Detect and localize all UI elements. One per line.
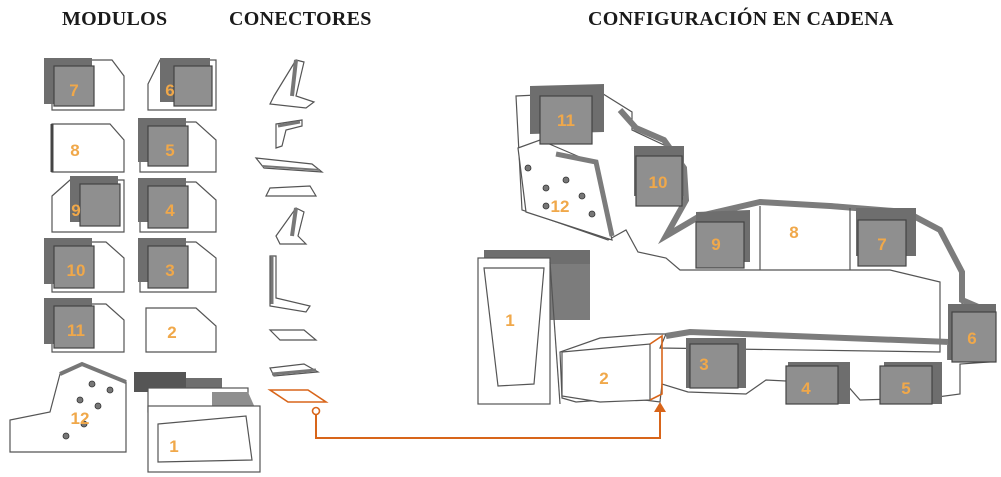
module-4-number: 4 (165, 201, 175, 220)
header-chain-configuration: CONFIGURACIÓN EN CADENA (588, 8, 894, 30)
module-11: 11 (44, 298, 125, 353)
module-12-number: 12 (71, 409, 90, 428)
chain-configuration-group: 12 11 10 9 (477, 84, 997, 405)
chain-module-5: 5 (879, 362, 942, 405)
chain-module-4: 4 (785, 362, 850, 405)
connector-5 (275, 207, 308, 245)
chain-module-2: 2 (561, 334, 663, 403)
module-6: 6 (147, 58, 217, 111)
header-connectors: CONECTORES (229, 8, 372, 30)
connector-4 (265, 185, 318, 197)
connector-2 (275, 119, 303, 149)
chain-module-9: 9 (695, 210, 750, 269)
module-5-number: 5 (165, 141, 174, 160)
module-1-number: 1 (169, 437, 178, 456)
module-9-number: 9 (71, 201, 80, 220)
module-1: 1 (134, 372, 261, 473)
connector-link-arrow (315, 402, 666, 439)
module-8: 8 (50, 123, 125, 173)
module-6-number: 6 (165, 81, 174, 100)
chain-module-1-number: 1 (505, 311, 514, 330)
chain-module-12-number: 12 (551, 197, 570, 216)
chain-module-8-number: 8 (789, 223, 798, 242)
module-2: 2 (145, 307, 217, 353)
chain-module-3-number: 3 (699, 355, 708, 374)
module-7: 7 (44, 58, 125, 111)
module-2-number: 2 (167, 323, 176, 342)
chain-module-9-number: 9 (711, 235, 720, 254)
module-10: 10 (44, 238, 125, 293)
module-3: 3 (138, 238, 217, 293)
connector-1 (269, 59, 316, 109)
module-9: 9 (51, 176, 125, 233)
module-10-number: 10 (67, 261, 86, 280)
chain-module-3: 3 (686, 338, 746, 389)
module-11-number: 11 (67, 321, 85, 340)
module-4: 4 (138, 178, 217, 233)
chain-module-7: 7 (856, 208, 916, 267)
chain-module-6: 6 (948, 304, 997, 363)
modules-group: 7 6 8 5 (9, 58, 261, 473)
connector-7 (268, 329, 318, 341)
module-7-number: 7 (69, 81, 78, 100)
chain-module-6-number: 6 (967, 329, 976, 348)
connector-9-highlighted (267, 389, 329, 416)
chain-module-10: 10 (634, 146, 684, 207)
chain-module-11-number: 11 (557, 111, 575, 130)
connectors-group (254, 59, 329, 416)
chain-module-1: 1 (477, 250, 590, 405)
module-3-number: 3 (165, 261, 174, 280)
chain-module-11: 11 (530, 84, 604, 145)
connector-3 (254, 157, 324, 173)
chain-module-2-number: 2 (599, 369, 608, 388)
chain-module-10-number: 10 (649, 173, 668, 192)
chain-module-5-number: 5 (901, 379, 910, 398)
connector-8 (269, 363, 320, 377)
header-modules: MODULOS (62, 8, 168, 30)
connector-6 (269, 255, 311, 313)
chain-module-12: 12 (517, 139, 615, 241)
module-8-number: 8 (70, 141, 79, 160)
chain-module-7-number: 7 (877, 235, 886, 254)
module-5: 5 (138, 118, 217, 173)
chain-module-8: 8 (759, 206, 851, 270)
module-12: 12 (9, 361, 127, 453)
chain-module-4-number: 4 (801, 379, 811, 398)
